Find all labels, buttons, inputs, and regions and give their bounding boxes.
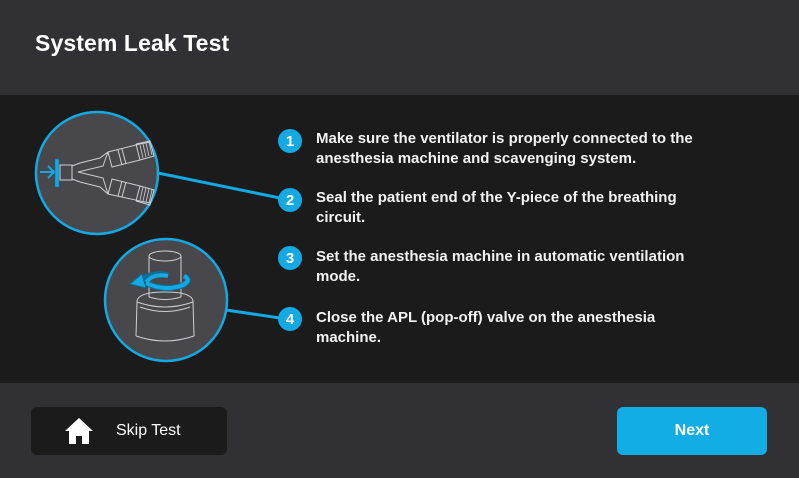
footer: Skip Test Next bbox=[0, 383, 799, 478]
step-badge-4: 4 bbox=[278, 307, 302, 331]
home-icon bbox=[65, 418, 93, 444]
step-badge-2: 2 bbox=[278, 188, 302, 212]
instructions-panel: 1 Make sure the ventilator is properly c… bbox=[0, 95, 799, 383]
header: System Leak Test bbox=[0, 0, 799, 95]
next-button[interactable]: Next bbox=[617, 407, 767, 455]
step-text-1: Make sure the ventilator is properly con… bbox=[316, 130, 693, 167]
step-badge-1: 1 bbox=[278, 129, 302, 153]
page-title: System Leak Test bbox=[35, 30, 230, 56]
illustrations bbox=[34, 110, 281, 363]
step-text-4: Close the APL (pop-off) valve on the ane… bbox=[316, 309, 656, 346]
apl-valve-close-icon bbox=[103, 237, 229, 363]
step-list: 1 Make sure the ventilator is properly c… bbox=[0, 95, 799, 383]
skip-test-label: Skip Test bbox=[116, 422, 181, 439]
y-piece-seal-icon bbox=[34, 110, 160, 236]
step-text-2: Seal the patient end of the Y-piece of t… bbox=[316, 189, 677, 226]
step-badge-3: 3 bbox=[278, 246, 302, 270]
skip-test-button[interactable]: Skip Test bbox=[31, 407, 227, 455]
step-text-3: Set the anesthesia machine in automatic … bbox=[316, 248, 685, 285]
connector-line-step-2 bbox=[157, 171, 281, 200]
connector-line-step-4 bbox=[225, 308, 281, 320]
